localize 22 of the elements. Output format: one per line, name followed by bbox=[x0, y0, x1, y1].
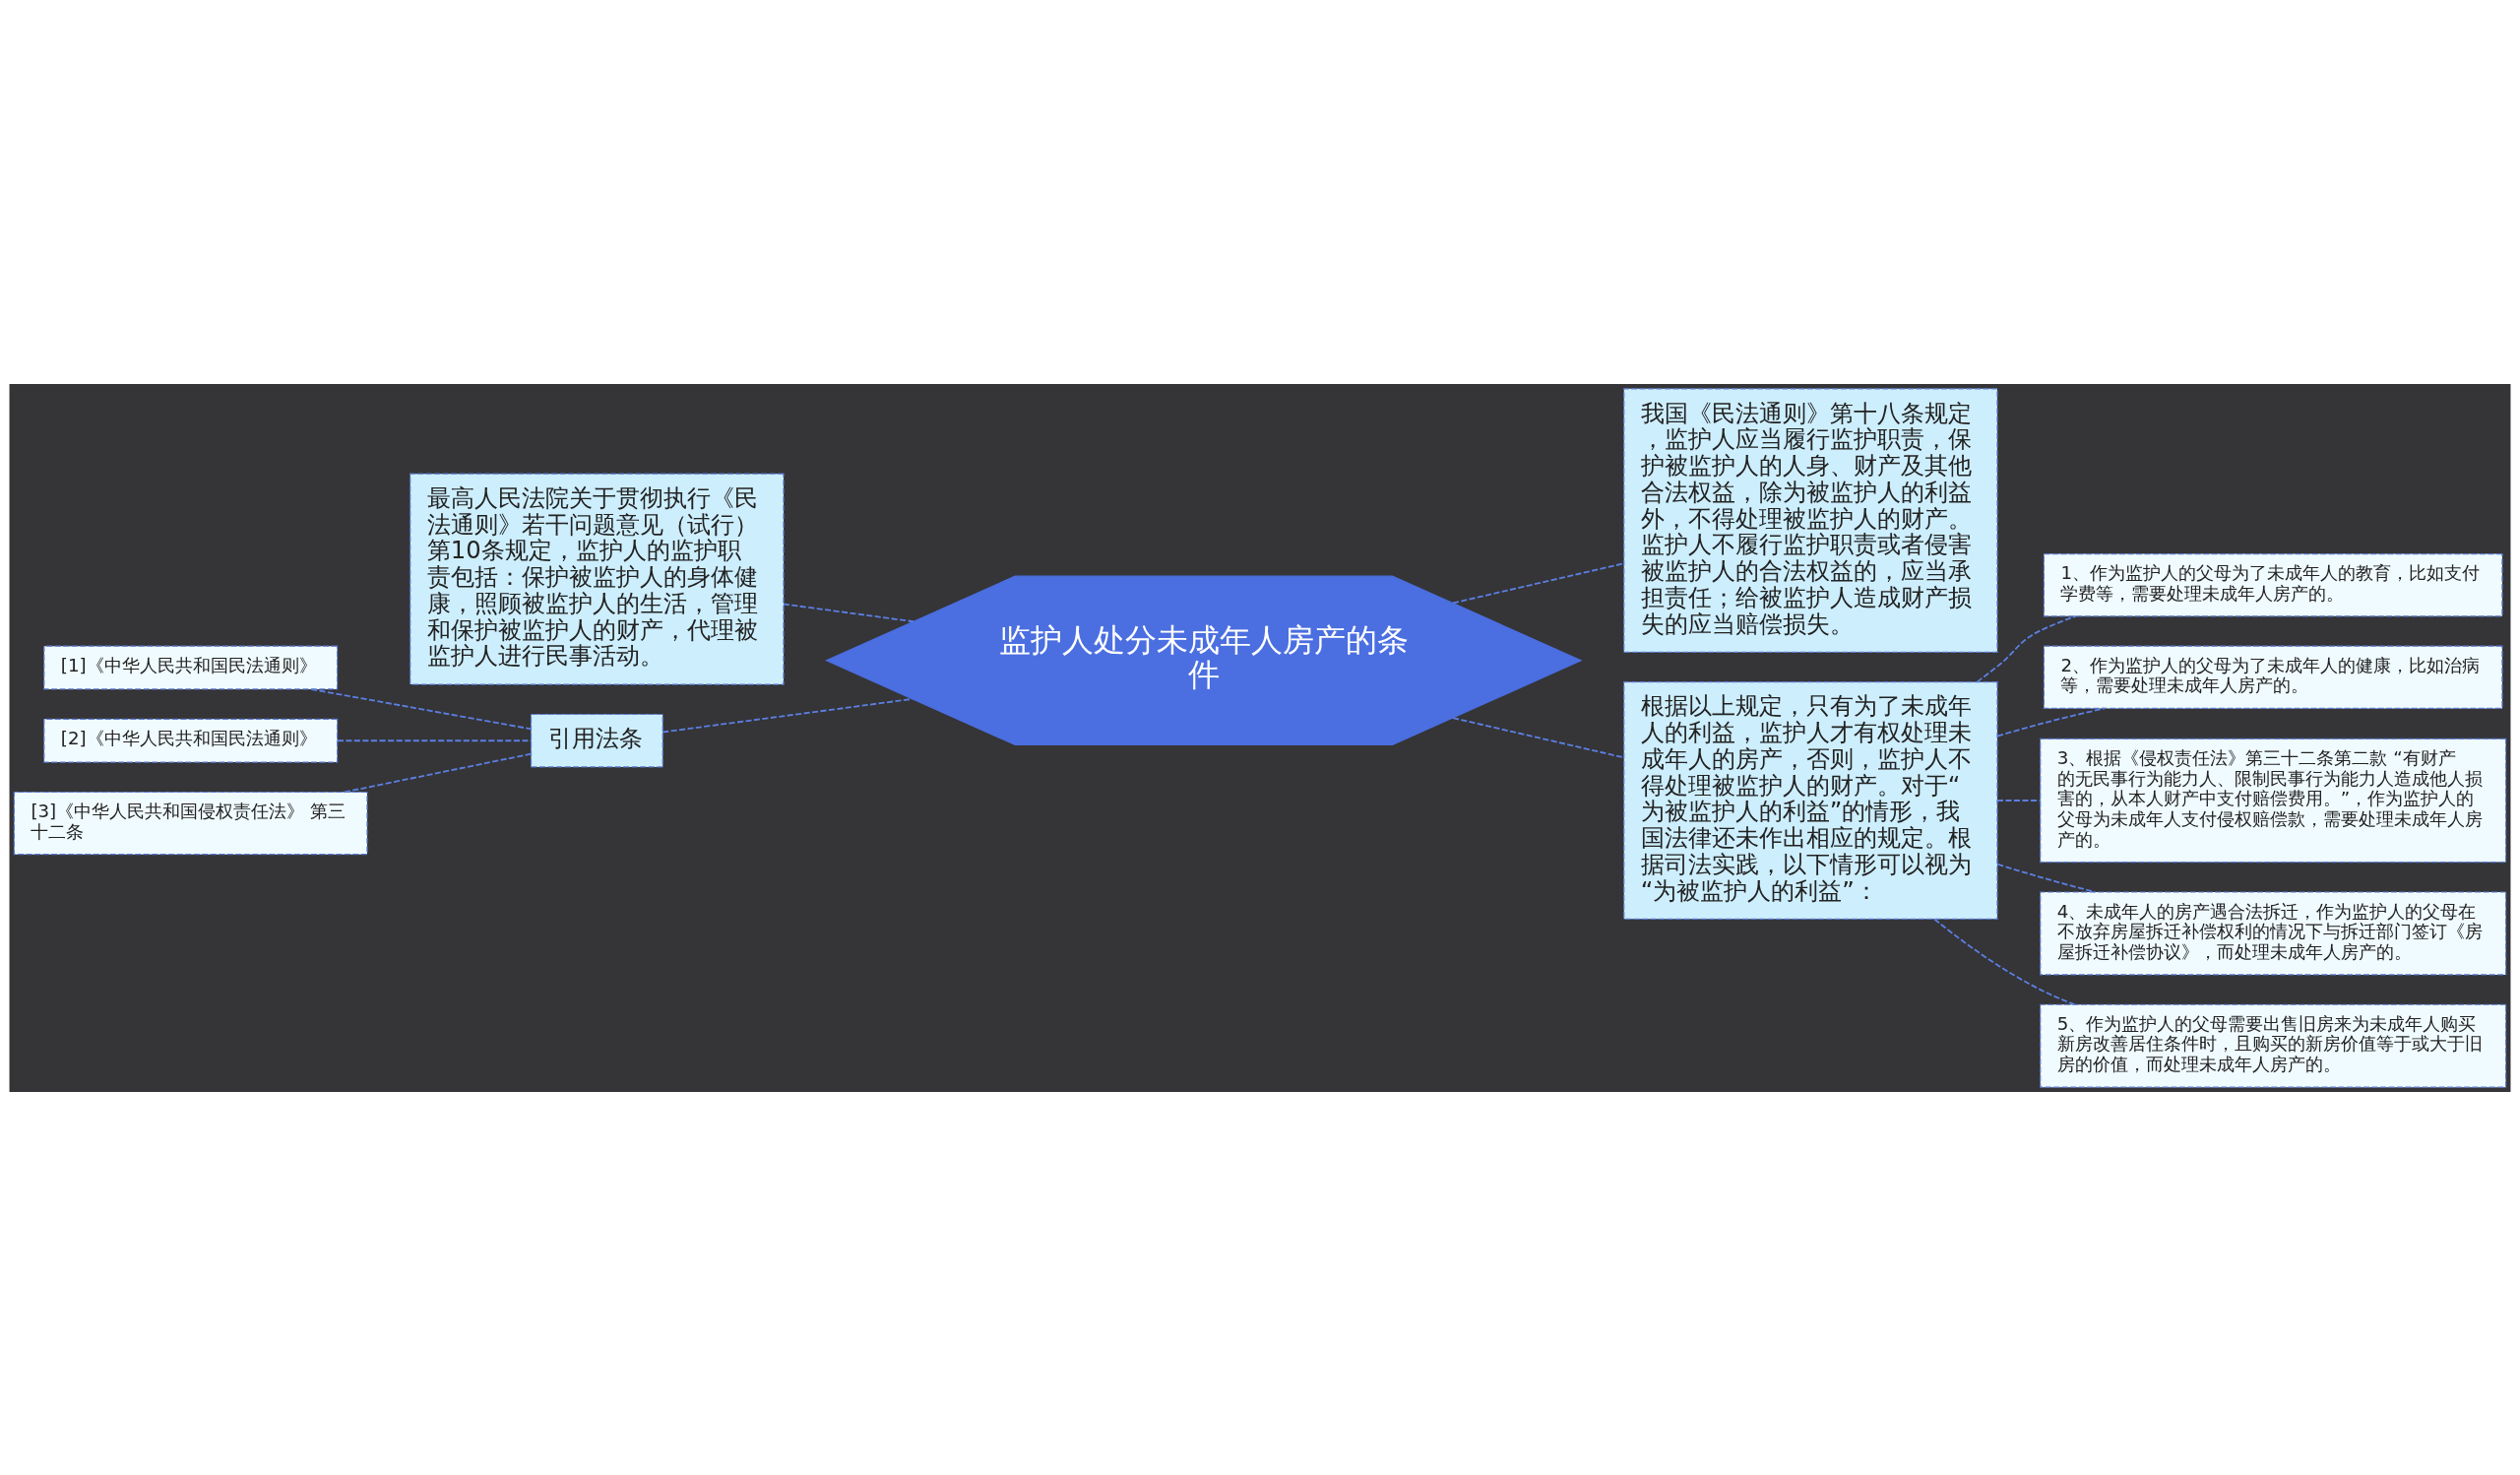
connector bbox=[662, 697, 914, 733]
connector bbox=[783, 603, 914, 622]
connector bbox=[310, 687, 533, 730]
node-box: 4、未成年人的房产遇合法拆迁，作为监护人的父母在不放弃房屋拆迁补偿权利的情况下与拆迁部门签订《房屋拆迁补偿协议》，而处理未成年人房产的。 bbox=[2040, 890, 2507, 975]
connector bbox=[344, 752, 533, 793]
connector bbox=[1996, 863, 2097, 893]
node-box: [3]《中华人民共和国侵权责任法》 第三十二条 bbox=[13, 791, 368, 855]
connector bbox=[1452, 716, 1625, 758]
connector bbox=[1976, 614, 2077, 682]
node-box: 我国《民法通则》第十八条规定，监护人应当履行监护职责，保护被监护人的人身、财产及其他合法权益，除为被监护人的利益外，不得处理被监护人的财产。监护人不履行监护职责或者侵害被监护人的合法权益的，应当承担责任；给被监护人造成财产损失的应当赔偿损失。 bbox=[1623, 387, 1998, 653]
connector bbox=[1996, 707, 2106, 738]
node-box: 2、作为监护人的父母为了未成年人的健康，比如治病等，需要处理未成年人房产的。 bbox=[2043, 645, 2503, 709]
connector bbox=[1452, 561, 1625, 604]
node-box: 1、作为监护人的父母为了未成年人的教育，比如支付学费等，需要处理未成年人房产的。 bbox=[2043, 552, 2503, 616]
node-box: 3、根据《侵权责任法》第三十二条第二款 “有财产的无民事行为能力人、限制民事行为能力人造成他人损害的，从本人财产中支付赔偿费用。”，作为监护人的父母为未成年人支付侵权赔偿款，需要处理未成年人房产的。 bbox=[2040, 738, 2507, 863]
node-box: 引用法条 bbox=[530, 713, 663, 768]
node-box: 最高人民法院关于贯彻执行《民法通则》若干问题意见（试行）第10条规定，监护人的监护职责包括：保护被监护人的身体健康，照顾被监护人的生活，管理和保护被监护人的财产，代理被监护人进行民事活动。 bbox=[410, 473, 785, 685]
node-box: [1]《中华人民共和国民法通则》 bbox=[43, 645, 339, 690]
node-box: [2]《中华人民共和国民法通则》 bbox=[43, 718, 339, 763]
node-box: 根据以上规定，只有为了未成年人的利益，监护人才有权处理未成年人的房产，否则，监护人不得处理被监护人的财产。对于“为被监护人的利益”的情形，我国法律还未作出相应的规定。根据司法实践，以下情形可以视为“为被监护人的利益”： bbox=[1623, 680, 1998, 920]
connector bbox=[1933, 918, 2076, 1005]
node-box: 5、作为监护人的父母需要出售旧房来为未成年人购买新房改善居住条件时，且购买的新房价值等于或大于旧房的价值，而处理未成年人房产的。 bbox=[2040, 1003, 2507, 1088]
